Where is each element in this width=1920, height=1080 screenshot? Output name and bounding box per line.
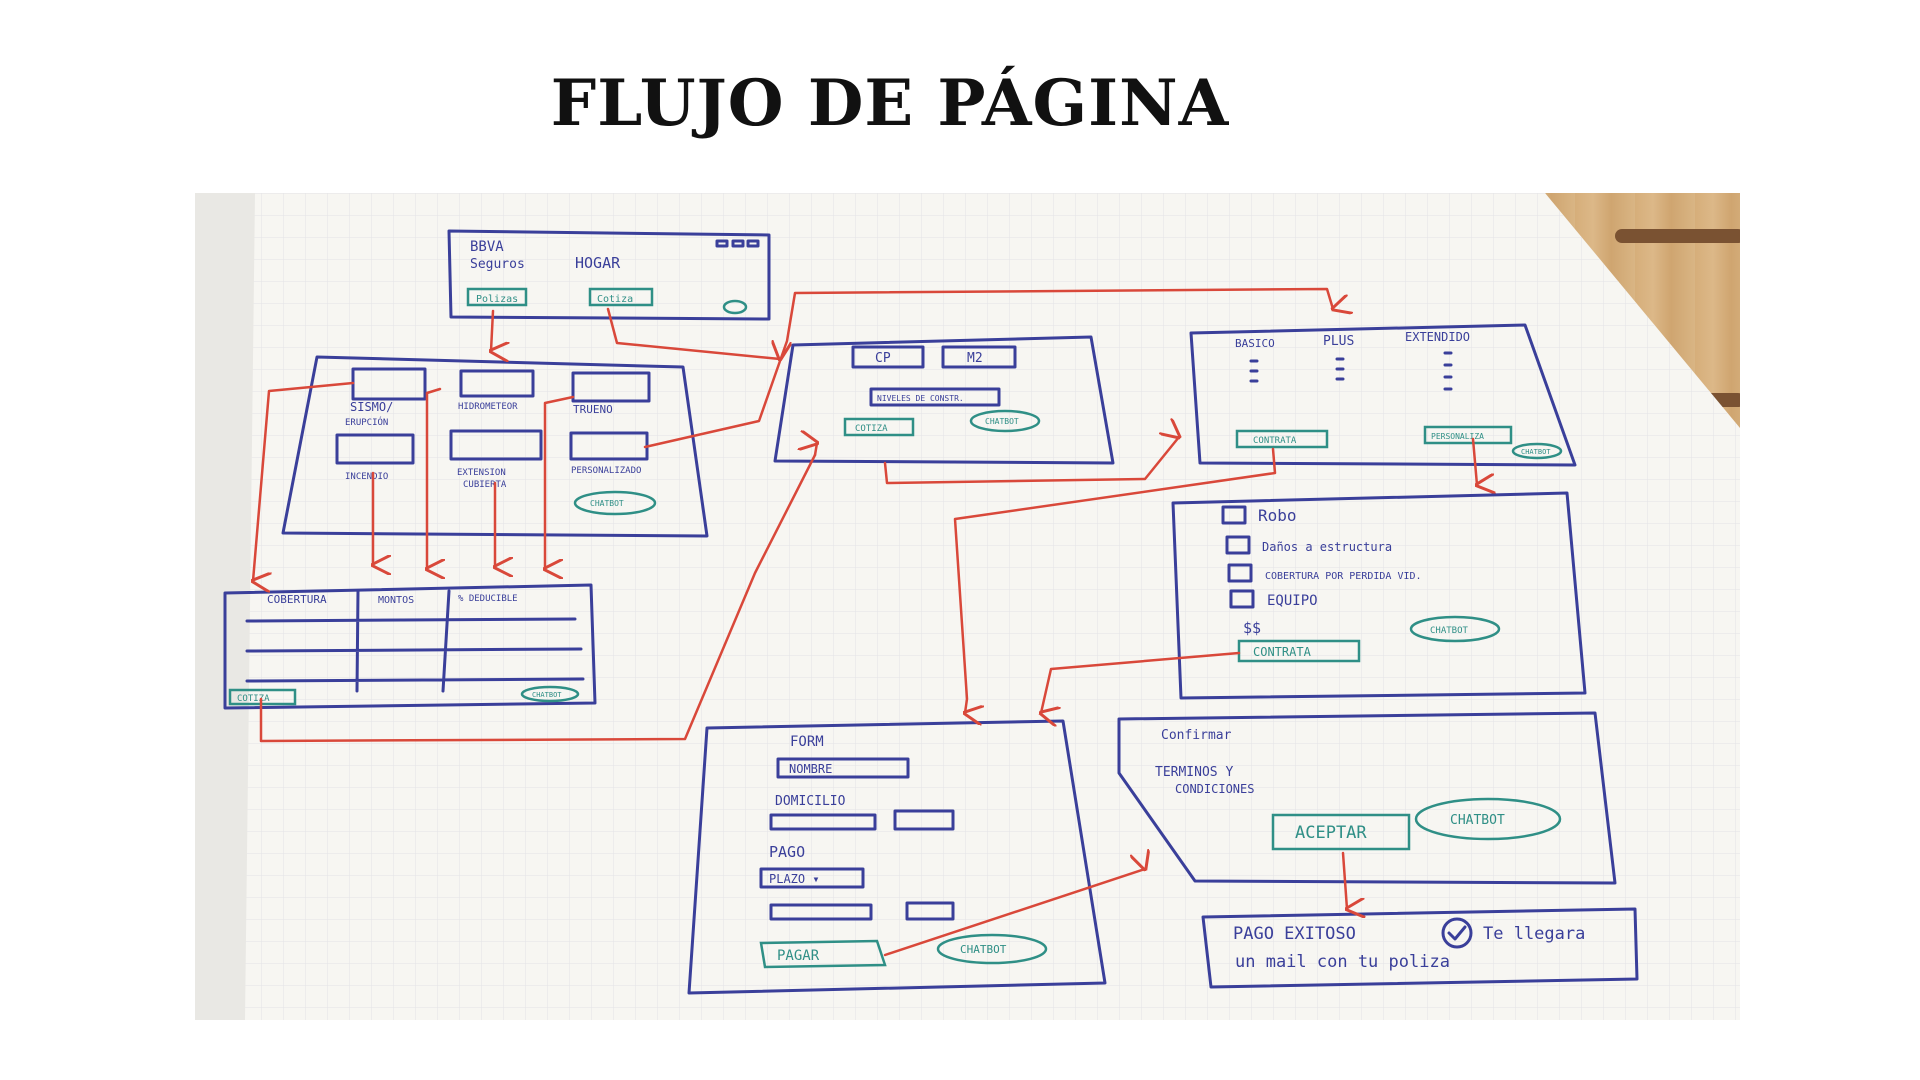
custom-price: $$	[1243, 619, 1261, 637]
contrata-label: CONTRATA	[1253, 436, 1297, 446]
success-line1b: Te llegara	[1483, 924, 1585, 944]
form-domicilio: DOMICILIO	[775, 794, 846, 809]
screen-form	[687, 719, 1107, 995]
cov-incendio: INCENDIO	[345, 472, 388, 482]
home-sub2: HOGAR	[575, 254, 621, 272]
home-brand: BBVA	[470, 239, 504, 255]
chatbot-bubble[interactable]	[1409, 615, 1501, 643]
quote-niveles: NIVELES DE CONSTR.	[877, 394, 964, 403]
screen-table	[223, 583, 597, 710]
screen-quote	[773, 335, 1115, 465]
paper-grid	[195, 193, 1740, 1020]
plazo-select[interactable]	[759, 867, 865, 889]
screen-confirm	[1117, 711, 1617, 885]
home-sub1: Seguros	[470, 257, 525, 272]
form-plazo: PLAZO ▾	[769, 872, 820, 886]
chatbot-label: CHATBOT	[960, 943, 1007, 956]
custom-item3: COBERTURA POR PERDIDA VID.	[1265, 571, 1422, 582]
plan-plus: PLUS	[1323, 334, 1354, 349]
aceptar-button[interactable]	[1271, 813, 1411, 851]
screen-home	[447, 229, 771, 321]
custom-item1: Robo	[1258, 506, 1297, 525]
plan-extendido: EXTENDIDO	[1405, 330, 1470, 344]
table-col3: % DEDUCIBLE	[458, 594, 518, 604]
contrata-button[interactable]	[1235, 429, 1329, 449]
confirm-heading: Confirmar	[1161, 728, 1232, 743]
whiteboard-photo: BBVA Seguros HOGAR Polizas Cotiza SISMO/…	[195, 193, 1740, 1020]
page-title: FLUJO DE PÁGINA	[550, 66, 1230, 141]
paper-sketch: BBVA Seguros HOGAR Polizas Cotiza SISMO/…	[195, 193, 1740, 1020]
chatbot-bubble[interactable]	[936, 933, 1048, 965]
cov-trueno: TRUENO	[573, 403, 613, 416]
table-cotiza-label: COTIZA	[237, 694, 270, 704]
cov-cubierta: CUBIERTA	[463, 480, 507, 490]
table-cotiza-button[interactable]	[228, 688, 297, 706]
chatbot-label: CHATBOT	[1521, 448, 1551, 456]
custom-contrata-button[interactable]	[1237, 639, 1361, 663]
table-slot	[1615, 229, 1740, 243]
cov-sismo: SISMO/	[350, 400, 393, 414]
check-icon	[1441, 917, 1473, 949]
pagar-button[interactable]	[759, 939, 887, 969]
screen-custom	[1171, 491, 1587, 700]
quote-cotiza-label: COTIZA	[855, 424, 888, 434]
custom-item4: EQUIPO	[1267, 593, 1318, 609]
quote-cp: CP	[875, 351, 891, 366]
chatbot-label: CHATBOT	[590, 499, 624, 508]
cov-hidro: HIDROMETEOR	[458, 402, 518, 412]
cotiza-label: Cotiza	[597, 294, 633, 305]
chatbot-bubble[interactable]	[573, 490, 657, 516]
chatbot-bubble[interactable]	[1511, 442, 1563, 460]
chatbot-label: CHATBOT	[532, 691, 562, 699]
aceptar-label: ACEPTAR	[1295, 823, 1367, 843]
personaliza-button[interactable]	[1423, 425, 1513, 445]
screen-success	[1201, 907, 1639, 989]
confirm-terms1: TERMINOS Y	[1155, 765, 1233, 780]
screen-plans	[1189, 323, 1577, 467]
form-nombre: NOMBRE	[789, 762, 832, 776]
chatbot-bubble[interactable]	[969, 409, 1041, 433]
confirm-terms2: CONDICIONES	[1175, 782, 1254, 796]
cov-extension: EXTENSION	[457, 468, 506, 478]
chatbot-label: CHATBOT	[1450, 813, 1505, 828]
flow-arrows	[253, 287, 1477, 957]
chatbot-icon	[722, 299, 748, 315]
chatbot-label: CHATBOT	[1430, 626, 1469, 636]
success-line1a: PAGO EXITOSO	[1233, 924, 1356, 944]
polizas-button[interactable]	[466, 287, 528, 307]
success-line2: un mail con tu poliza	[1235, 952, 1450, 972]
plan-basico: BASICO	[1235, 337, 1275, 350]
screen-coverages	[281, 355, 709, 538]
custom-item2: Daños a estructura	[1262, 540, 1392, 554]
cotiza-button[interactable]	[588, 287, 654, 307]
chatbot-label: CHATBOT	[985, 417, 1019, 426]
quote-m2: M2	[967, 351, 983, 366]
cov-personalizado: PERSONALIZADO	[571, 466, 641, 476]
chatbot-bubble[interactable]	[1414, 797, 1562, 841]
personaliza-label: PERSONALIZA	[1431, 432, 1484, 441]
table-col1: COBERTURA	[267, 593, 327, 606]
form-pago: PAGO	[769, 843, 805, 861]
cov-erupcion: ERUPCIÓN	[345, 416, 388, 428]
pagar-label: PAGAR	[777, 948, 820, 964]
polizas-label: Polizas	[476, 294, 518, 305]
chatbot-bubble[interactable]	[520, 685, 580, 703]
quote-cotiza-button[interactable]	[843, 417, 915, 437]
table-col2: MONTOS	[378, 595, 414, 606]
custom-contrata-label: CONTRATA	[1253, 645, 1312, 659]
form-heading: FORM	[790, 734, 824, 750]
